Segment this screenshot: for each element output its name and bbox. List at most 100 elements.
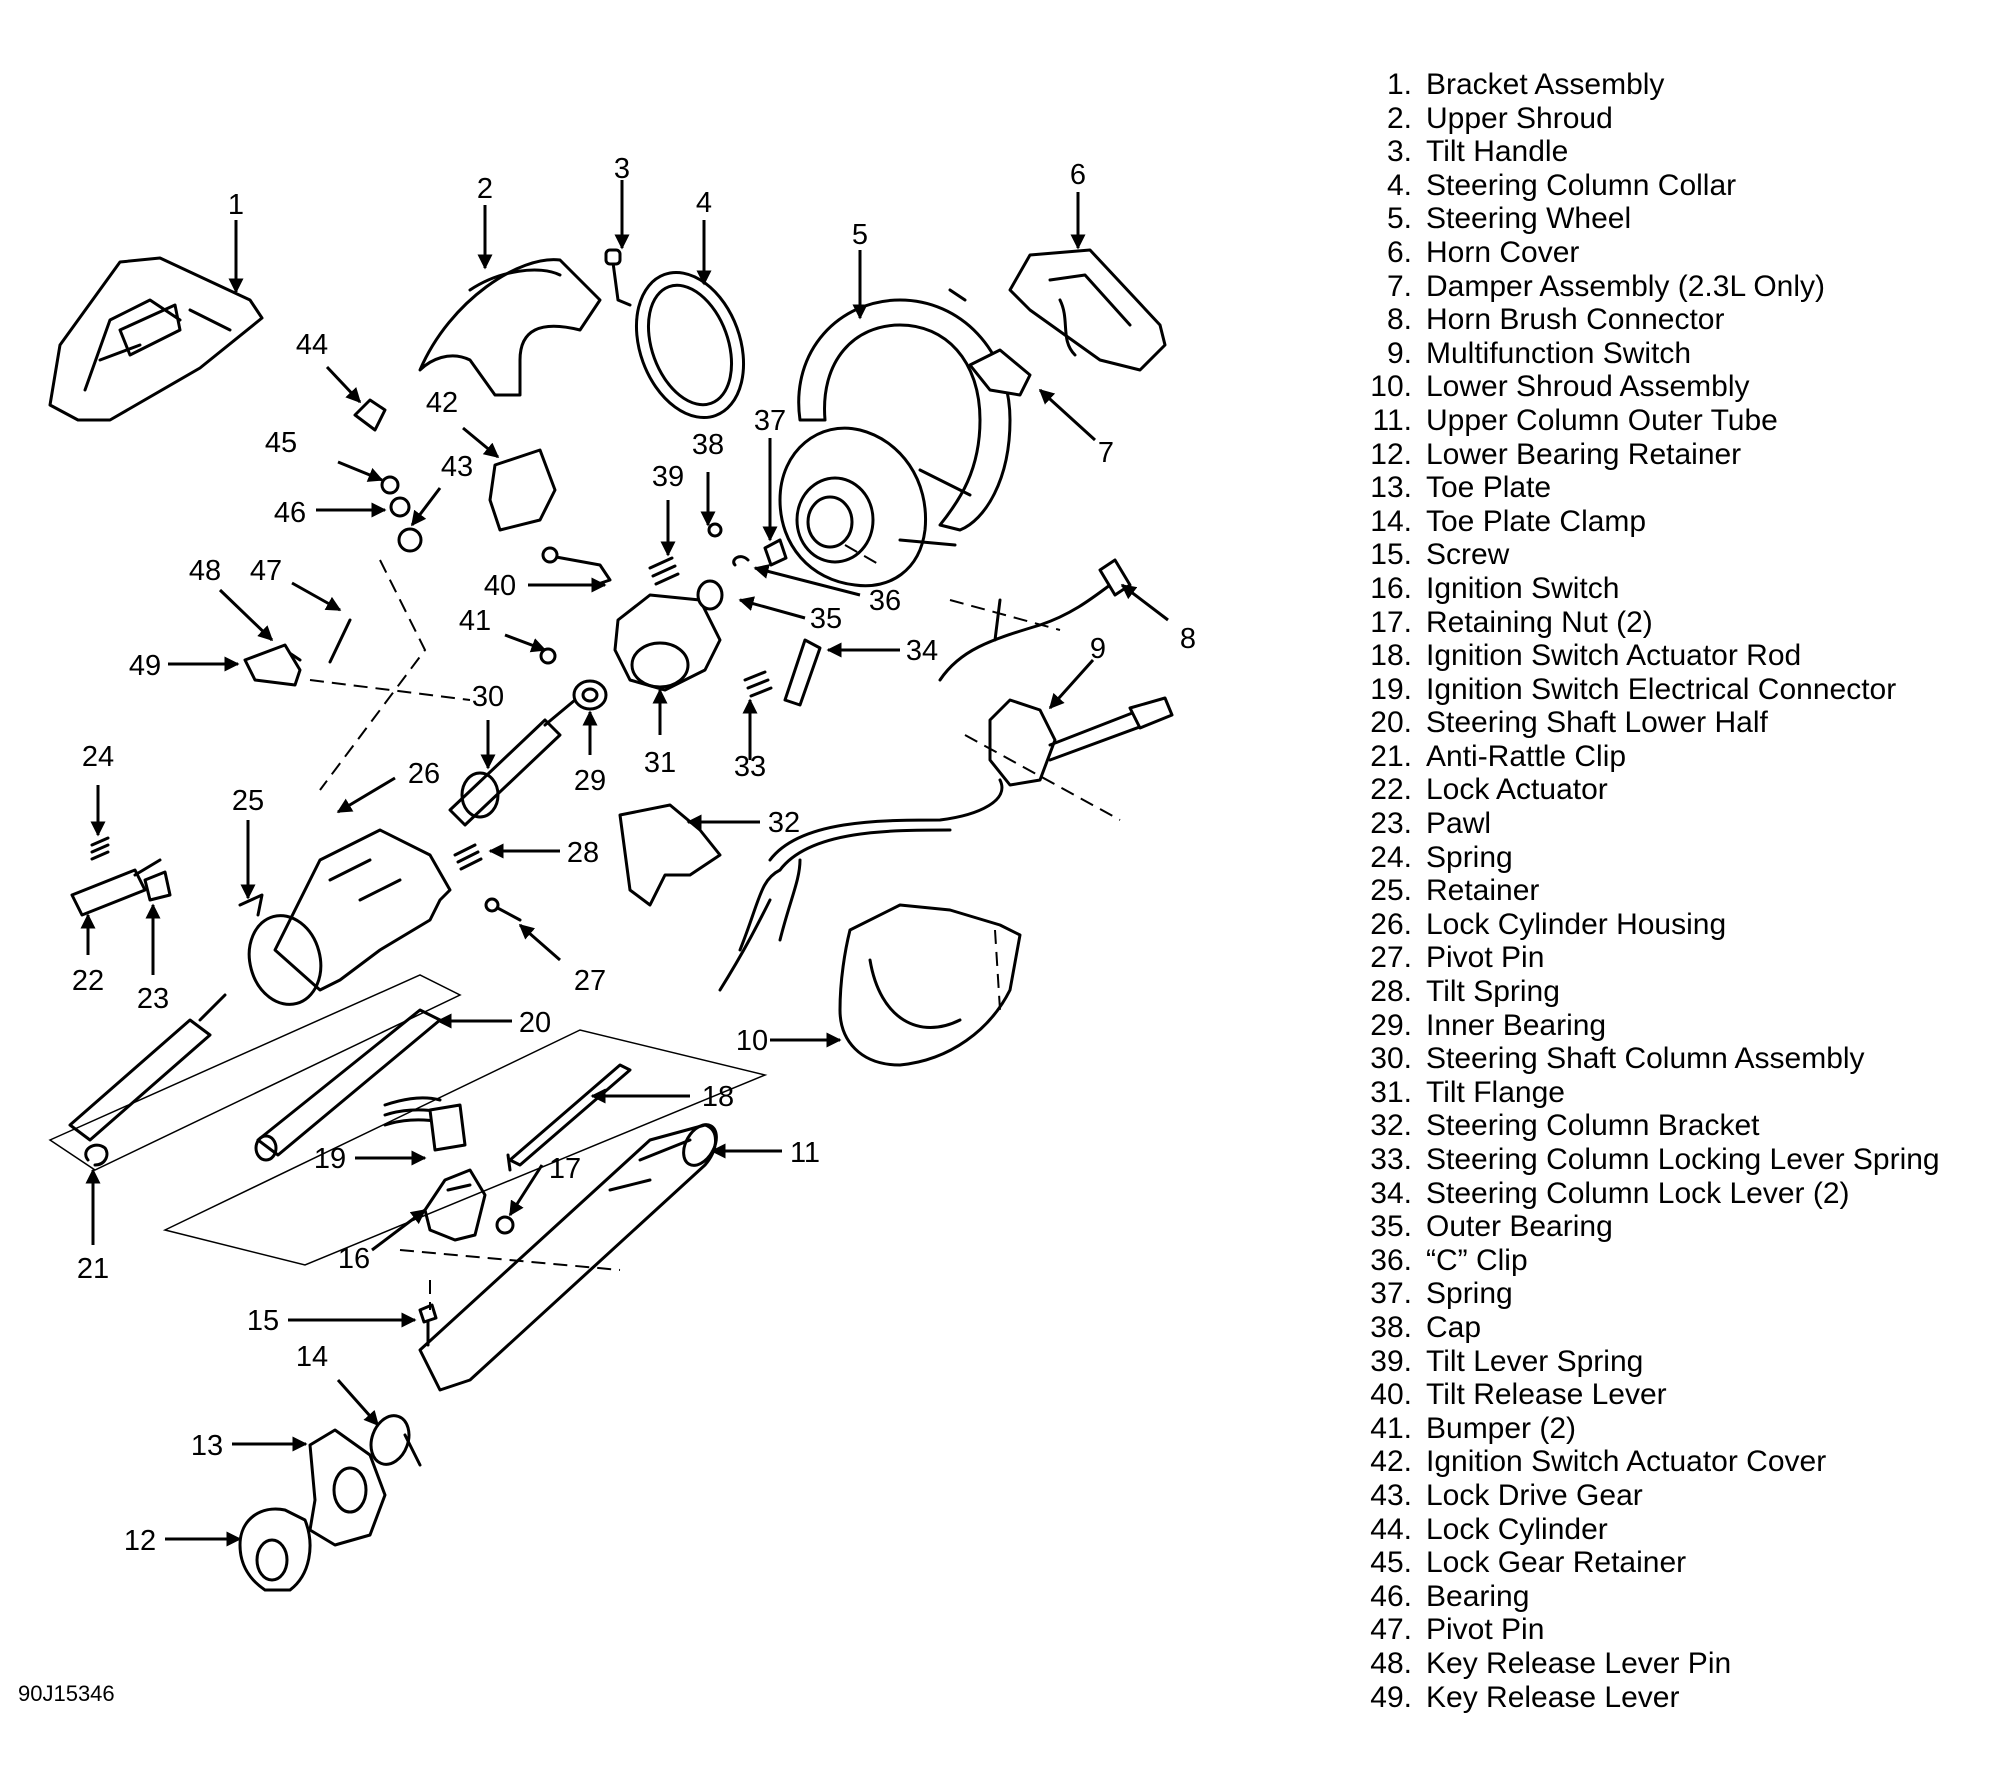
legend-number: 24. bbox=[1370, 840, 1412, 874]
legend-item: 17.Retaining Nut (2) bbox=[1350, 606, 2000, 640]
part-multifunction-switch bbox=[988, 696, 1174, 787]
callout-6: 6 bbox=[1070, 159, 1086, 191]
part-tilt-spring bbox=[453, 843, 483, 871]
part-steering-column-bracket bbox=[618, 803, 722, 907]
part-lock-actuator bbox=[70, 858, 162, 917]
legend-item: 42.Ignition Switch Actuator Cover bbox=[1350, 1445, 2000, 1479]
legend-number: 6. bbox=[1386, 235, 1412, 269]
legend-label: Lock Cylinder bbox=[1426, 1512, 1608, 1546]
legend-label: Ignition Switch bbox=[1426, 571, 1620, 605]
callout-37: 37 bbox=[754, 405, 786, 437]
callout-33: 33 bbox=[734, 751, 766, 783]
legend-label: Upper Shroud bbox=[1426, 101, 1613, 135]
legend-number: 16. bbox=[1370, 571, 1412, 605]
legend-number: 4. bbox=[1386, 168, 1412, 202]
legend-item: 40. Tilt Release Lever bbox=[1350, 1378, 2000, 1412]
callout-42: 42 bbox=[426, 387, 458, 419]
part-key-release-lever bbox=[243, 643, 302, 687]
legend-number: 19. bbox=[1370, 672, 1412, 706]
legend-label: Steering Column Lock Lever (2) bbox=[1426, 1176, 1850, 1210]
part-steering-wheel bbox=[778, 298, 1012, 588]
callout-46: 46 bbox=[274, 497, 306, 529]
legend-item: 6.Horn Cover bbox=[1350, 236, 2000, 270]
legend-number: 44. bbox=[1370, 1512, 1412, 1546]
callout-7: 7 bbox=[1098, 437, 1114, 469]
legend-item: 41.Bumper (2) bbox=[1350, 1412, 2000, 1446]
part-lock-gear-retainer bbox=[380, 475, 400, 495]
legend-label: Screw bbox=[1426, 538, 1510, 572]
legend-label: Retainer bbox=[1426, 874, 1540, 908]
legend-label: Tilt Release Lever bbox=[1426, 1378, 1667, 1412]
part-ignition-switch bbox=[423, 1168, 487, 1242]
legend-label: Lock Cylinder Housing bbox=[1426, 907, 1727, 941]
legend-label: Damper Assembly (2.3L Only) bbox=[1426, 269, 1826, 303]
legend-item: 38.Cap bbox=[1350, 1311, 2000, 1345]
callout-36: 36 bbox=[869, 585, 901, 617]
legend-number: 39. bbox=[1370, 1344, 1412, 1378]
legend-item: 19.Ignition Switch Electrical Connector bbox=[1350, 673, 2000, 707]
legend-number: 45. bbox=[1370, 1546, 1412, 1580]
legend-number: 33. bbox=[1370, 1143, 1412, 1176]
part-upper-shroud bbox=[418, 258, 602, 397]
part-wiring-harness bbox=[718, 778, 1004, 992]
legend-number: 3. bbox=[1386, 135, 1412, 169]
callout-21: 21 bbox=[77, 1253, 109, 1285]
legend-item: 14.Toe Plate Clamp bbox=[1350, 505, 2000, 539]
part-steering-column-collar bbox=[634, 270, 746, 420]
part-retaining-nut bbox=[495, 1215, 515, 1235]
legend-label: Pivot Pin bbox=[1426, 941, 1545, 975]
callout-26: 26 bbox=[408, 758, 440, 790]
part-damper-assembly bbox=[948, 288, 1032, 397]
legend-label: Spring bbox=[1426, 840, 1513, 874]
legend-item: 34. Steering Column Lock Lever (2) bbox=[1350, 1177, 2000, 1211]
legend-number: 20. bbox=[1370, 706, 1412, 740]
legend-item: 13.Toe Plate bbox=[1350, 471, 2000, 505]
legend-item: 48.Key Release Lever Pin bbox=[1350, 1647, 2000, 1681]
legend-label: Lower Bearing Retainer bbox=[1426, 437, 1742, 471]
callout-44: 44 bbox=[296, 329, 328, 361]
legend-number: 47. bbox=[1370, 1613, 1412, 1647]
legend-item: 39. Tilt Lever Spring bbox=[1350, 1345, 2000, 1379]
legend-number: 40. bbox=[1370, 1378, 1412, 1412]
legend-label: Ignition Switch Actuator Rod bbox=[1426, 639, 1802, 673]
legend-item: 49.Key Release Lever bbox=[1350, 1681, 2000, 1715]
legend-item: 11.Upper Column Outer Tube bbox=[1350, 404, 2000, 438]
legend-label: Lower Shroud Assembly bbox=[1426, 370, 1750, 404]
legend-item: 4.Steering Column Collar bbox=[1350, 169, 2000, 203]
callout-18: 18 bbox=[702, 1081, 734, 1113]
part-lower-shaft-end bbox=[68, 993, 227, 1142]
legend-item: 3.Tilt Handle bbox=[1350, 135, 2000, 169]
legend-number: 27. bbox=[1370, 941, 1412, 975]
callout-12: 12 bbox=[124, 1525, 156, 1557]
legend-label: Multifunction Switch bbox=[1426, 336, 1692, 370]
legend-label: Retaining Nut (2) bbox=[1426, 605, 1653, 639]
legend-number: 35. bbox=[1370, 1210, 1412, 1244]
callout-25: 25 bbox=[232, 785, 264, 817]
legend-label: Anti-Rattle Clip bbox=[1426, 739, 1627, 773]
part-lower-shroud-assembly bbox=[838, 903, 1022, 1067]
legend-item: 30.Steering Shaft Column Assembly bbox=[1350, 1042, 2000, 1076]
callout-22: 22 bbox=[72, 965, 104, 997]
legend-label: Tilt Lever Spring bbox=[1426, 1344, 1644, 1378]
legend-number: 30. bbox=[1370, 1042, 1412, 1076]
exploded-view-diagram: 1 2 3 4 5 6 7 8 9 10 11 12 13 14 15 16 1… bbox=[48, 153, 1196, 1592]
callout-13: 13 bbox=[191, 1430, 223, 1462]
legend-label: Bracket Assembly bbox=[1426, 68, 1665, 101]
callout-1: 1 bbox=[228, 189, 244, 221]
part-lock-lever bbox=[783, 638, 822, 707]
part-electrical-connector bbox=[383, 1096, 467, 1152]
legend-item: 37.Spring bbox=[1350, 1277, 2000, 1311]
callout-45: 45 bbox=[265, 427, 297, 459]
exploded-view-svg: 1 2 3 4 5 6 7 8 9 10 11 12 13 14 15 16 1… bbox=[48, 153, 1196, 1592]
legend-number: 34. bbox=[1370, 1176, 1412, 1210]
legend-number: 25. bbox=[1370, 874, 1412, 908]
legend-item: 44. Lock Cylinder bbox=[1350, 1513, 2000, 1547]
part-inner-bearing bbox=[572, 679, 608, 711]
part-bracket-assembly bbox=[48, 256, 264, 422]
part-outer-bearing bbox=[696, 579, 724, 611]
part-bumper bbox=[539, 647, 557, 665]
callout-14: 14 bbox=[296, 1341, 328, 1373]
callout-17: 17 bbox=[549, 1153, 581, 1185]
part-lower-bearing-retainer bbox=[238, 1507, 312, 1592]
